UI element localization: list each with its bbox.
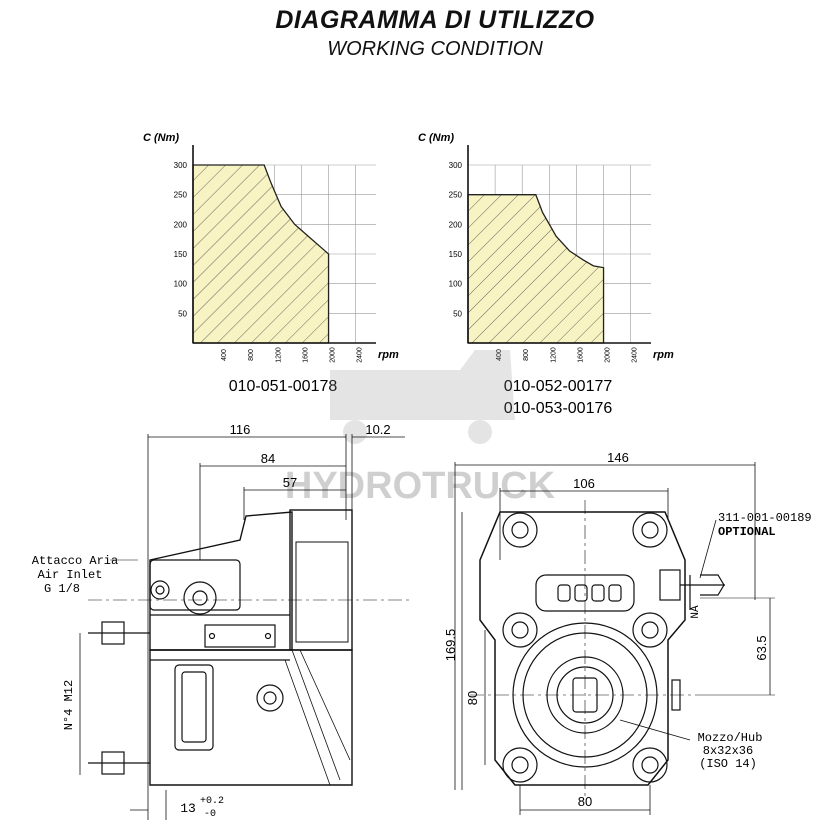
dim-106: 106	[573, 476, 595, 491]
y-tick-label: 200	[449, 220, 463, 229]
dim-84: 84	[261, 451, 275, 466]
x-axis-label: rpm	[378, 349, 399, 361]
side-view	[79, 434, 410, 820]
y-tick-label: 250	[174, 191, 188, 200]
dim-13-tol-minus: -0	[204, 809, 216, 820]
diagram-subtitle: WORKING CONDITION	[327, 38, 543, 60]
y-axis-label: C (Nm)	[418, 132, 454, 144]
x-tick-label: 1600	[577, 347, 584, 363]
x-tick-label: 400	[221, 349, 228, 361]
x-tick-label: 800	[248, 349, 255, 361]
working-area	[192, 164, 330, 344]
y-tick-label: 100	[174, 280, 188, 289]
x-tick-label: 2000	[330, 347, 337, 363]
x-tick-label: 1600	[302, 347, 309, 363]
watermark-text: HYDROTRUCK	[285, 465, 556, 507]
dim-10-2: 10.2	[365, 422, 390, 437]
dim-169-5: 169.5	[443, 629, 458, 662]
dim-80-vertical: 80	[465, 691, 480, 705]
working-area	[467, 194, 605, 344]
y-tick-label: 150	[174, 250, 188, 259]
chart-2: 400 800 1200 1600 2000 2400 50 100 150 200 250 300 C…	[418, 132, 674, 417]
dim-13: 13	[180, 801, 196, 816]
y-tick-label: 150	[449, 250, 463, 259]
air-inlet-thread: G 1/8	[44, 582, 80, 596]
y-tick-label: 50	[178, 309, 187, 318]
dim-13-tol-plus: +0.2	[200, 796, 224, 807]
x-tick-label: 2400	[357, 347, 364, 363]
x-tick-label: 2400	[632, 347, 639, 363]
y-tick-label: 300	[449, 161, 463, 170]
x-tick-label: 400	[496, 349, 503, 361]
air-inlet-label-it: Attacco Aria	[32, 554, 118, 568]
optional-label: OPTIONAL	[718, 525, 776, 539]
dim-146: 146	[607, 450, 629, 465]
part-number: 010-051-00178	[229, 378, 338, 395]
hub-spec: 8x32x36	[703, 744, 753, 758]
y-tick-label: 300	[174, 161, 188, 170]
dim-116: 116	[230, 422, 251, 437]
hub-label: Mozzo/Hub	[698, 731, 763, 745]
x-tick-label: 1200	[275, 347, 282, 363]
x-axis-label: rpm	[653, 349, 674, 361]
diagram-title: DIAGRAMMA DI UTILIZZO	[275, 6, 595, 34]
working-condition-charts: 400 800 1200 1600 2000 2400 50 100 150 200 250 300 C…	[143, 132, 674, 417]
part-number: 010-052-00177	[504, 378, 613, 395]
chart-1: 400 800 1200 1600 2000 2400 50 100 150 200 250 300 C…	[143, 132, 399, 395]
y-tick-label: 250	[449, 191, 463, 200]
front-view	[454, 462, 775, 815]
x-tick-label: 800	[523, 349, 530, 361]
dim-57: 57	[283, 475, 297, 490]
y-tick-label: 200	[174, 220, 188, 229]
y-tick-label: 50	[453, 309, 462, 318]
part-number: 010-053-00176	[504, 400, 613, 417]
y-tick-label: 100	[449, 280, 463, 289]
watermark-truck-logo	[330, 350, 515, 444]
valve-na-label: NA	[690, 605, 702, 619]
dim-80-horizontal: 80	[578, 794, 592, 809]
hub-standard: (ISO 14)	[699, 757, 757, 771]
optional-part-code: 311-001-00189	[718, 511, 812, 525]
y-axis-label: C (Nm)	[143, 132, 179, 144]
x-tick-label: 1200	[550, 347, 557, 363]
x-tick-label: 2000	[605, 347, 612, 363]
air-inlet-label-en: Air Inlet	[38, 568, 103, 582]
bolt-count-label: N°4 M12	[62, 680, 76, 730]
dim-63-5: 63.5	[754, 635, 769, 660]
